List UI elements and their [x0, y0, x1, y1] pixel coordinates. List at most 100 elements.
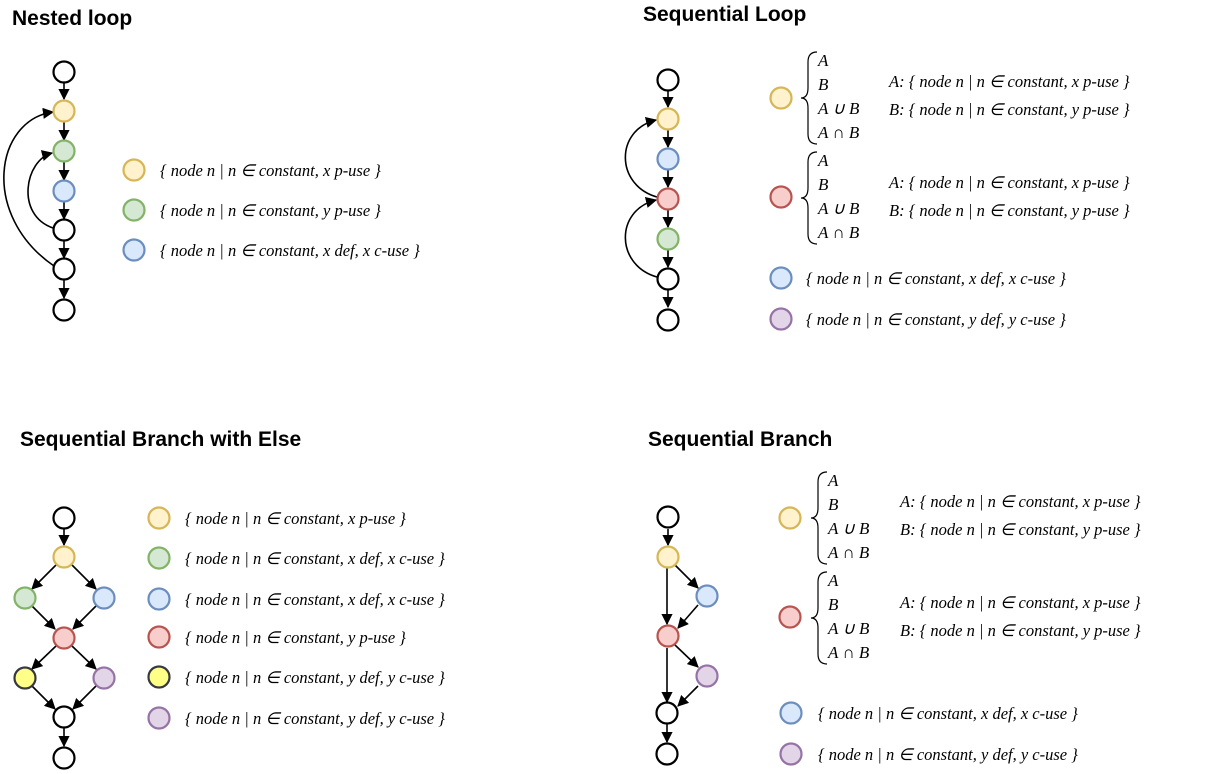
graph-node: [52, 60, 76, 84]
case-line: A ∪ B: [817, 199, 860, 218]
panel-sequential-branch: Sequential Branch A B A ∪ B A ∩ B: [648, 428, 1141, 766]
legend-label: { node n | n ∈ constant, y def, y c-use …: [185, 668, 445, 687]
legend-swatch: [147, 506, 171, 530]
case-group: A B A ∪ B A ∩ B A: { node n | n ∈ consta…: [778, 471, 1141, 565]
graph-node: [52, 746, 76, 770]
graph-node: [52, 626, 76, 650]
legend-swatch: [779, 742, 803, 766]
legend-label: { node n | n ∈ constant, x def, x c-use …: [806, 269, 1066, 288]
graph-node: [52, 705, 76, 729]
graph-node: [655, 701, 679, 725]
graph-edge: [677, 685, 699, 707]
graph-edge: [674, 644, 699, 668]
graph-node: [656, 187, 680, 211]
legend-swatch: [122, 158, 146, 182]
case-brace: [810, 471, 828, 565]
case-line: A ∩ B: [827, 643, 870, 662]
graph-node: [656, 107, 680, 131]
graph-node: [52, 545, 76, 569]
graph-node: [13, 586, 37, 610]
back-edge: [27, 150, 54, 229]
legend-swatch: [769, 185, 793, 209]
case-line: A ∩ B: [817, 123, 860, 142]
legend-nested-loop: { node n | n ∈ constant, x p-use } { nod…: [122, 158, 420, 262]
case-line: A ∩ B: [827, 543, 870, 562]
case-line: B: [818, 175, 829, 194]
graph-node: [656, 545, 680, 569]
case-line: A ∩ B: [817, 223, 860, 242]
graph-node: [92, 586, 116, 610]
legend-label: { node n | n ∈ constant, y p-use }: [185, 628, 406, 647]
set-definition: B: { node n | n ∈ constant, y p-use }: [889, 201, 1130, 220]
case-group: A B A ∪ B A ∩ B A: { node n | n ∈ consta…: [769, 51, 1130, 145]
graph-node: [695, 584, 719, 608]
panel-title: Sequential Loop: [643, 3, 806, 26]
graph-node: [655, 742, 679, 766]
legend-swatch: [779, 701, 803, 725]
graph-edge: [71, 564, 97, 590]
legend-sequential-branch-else: { node n | n ∈ constant, x p-use } { nod…: [147, 506, 445, 730]
case-brace: [810, 571, 828, 665]
case-line: A ∪ B: [827, 519, 870, 538]
graph-edge: [31, 685, 56, 710]
case-line: A ∪ B: [817, 99, 860, 118]
panel-sequential-branch-else: Sequential Branch with Else { node n: [13, 428, 445, 770]
panel-nested-loop: Nested loop { node n | n ∈ constant, x p…: [3, 7, 420, 322]
graph-node: [52, 298, 76, 322]
legend-label: { node n | n ∈ constant, x def, x c-use …: [185, 590, 445, 609]
panel-sequential-loop: Sequential Loop A B A ∪ B A ∩ B: [624, 3, 1130, 332]
legend-swatch: [778, 506, 802, 530]
graph-node: [656, 227, 680, 251]
case-group: A B A ∪ B A ∩ B A: { node n | n ∈ consta…: [778, 571, 1141, 665]
legend-label: { node n | n ∈ constant, y p-use }: [160, 201, 381, 220]
legend-label: { node n | n ∈ constant, x def, x c-use …: [818, 704, 1078, 723]
legend-swatch: [147, 587, 171, 611]
set-definition: B: { node n | n ∈ constant, y p-use }: [900, 621, 1141, 640]
case-line: A: [827, 571, 839, 590]
graph-node: [13, 666, 37, 690]
legend-label: { node n | n ∈ constant, x def, x c-use …: [185, 549, 445, 568]
case-line: B: [828, 495, 839, 514]
legend-swatch: [122, 238, 146, 262]
back-edge: [624, 116, 658, 198]
legend-swatch: [122, 198, 146, 222]
graph-node: [656, 267, 680, 291]
set-definition: A: { node n | n ∈ constant, x p-use }: [888, 72, 1130, 91]
panel-title: Nested loop: [12, 7, 132, 30]
graph-edge: [72, 605, 97, 630]
graph-node: [656, 147, 680, 171]
case-brace: [800, 151, 818, 245]
legend-swatch: [769, 307, 793, 331]
graph-node: [52, 257, 76, 281]
graph-node: [52, 218, 76, 242]
case-line: A: [817, 51, 829, 70]
graph-node: [656, 624, 680, 648]
graph-edge: [677, 604, 699, 629]
legend-label: { node n | n ∈ constant, x p-use }: [185, 509, 406, 528]
case-brace: [800, 51, 818, 145]
graph-sequential-branch: [655, 505, 719, 766]
graph-edge: [31, 645, 57, 670]
case-line: B: [828, 595, 839, 614]
set-definition: B: { node n | n ∈ constant, y p-use }: [900, 520, 1141, 539]
graph-edge: [71, 645, 97, 670]
graph-node: [695, 664, 719, 688]
graph-edge: [31, 564, 57, 590]
set-definition: A: { node n | n ∈ constant, x p-use }: [899, 492, 1141, 511]
legend-swatch: [147, 625, 171, 649]
graph-node: [52, 179, 76, 203]
panel-title: Sequential Branch: [648, 428, 832, 451]
set-definition: B: { node n | n ∈ constant, y p-use }: [889, 100, 1130, 119]
graph-node: [52, 139, 76, 163]
graph-node: [656, 68, 680, 92]
legend-swatch: [147, 665, 171, 689]
set-definition: A: { node n | n ∈ constant, x p-use }: [888, 173, 1130, 192]
legend-swatch: [147, 706, 171, 730]
legend-sequential-branch: { node n | n ∈ constant, x def, x c-use …: [779, 701, 1078, 766]
graph-node: [52, 99, 76, 123]
legend-label: { node n | n ∈ constant, y def, y c-use …: [185, 709, 445, 728]
graph-sequential-branch-else: [13, 506, 116, 770]
legend-label: { node n | n ∈ constant, y def, y c-use …: [818, 745, 1078, 764]
back-edge: [624, 196, 658, 278]
